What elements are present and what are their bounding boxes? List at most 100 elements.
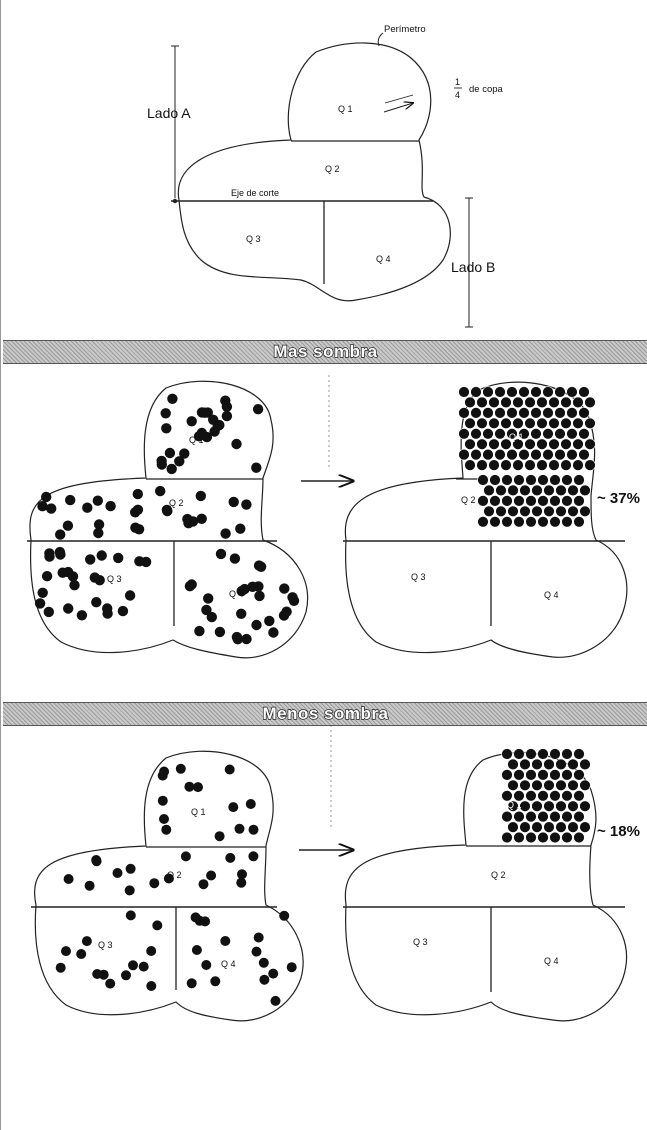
shade-dot — [206, 611, 217, 623]
dense-shade-dot — [513, 495, 525, 507]
shade-dot — [124, 590, 136, 601]
dense-shade-dot — [525, 831, 537, 844]
dense-shade-dot — [567, 800, 579, 812]
shade-dot — [206, 870, 217, 881]
dense-shade-dot — [537, 495, 549, 507]
dense-shade-dot — [458, 448, 470, 461]
dense-shade-dot — [488, 438, 500, 450]
dense-shade-dot — [513, 769, 525, 781]
dense-shade-dot — [525, 748, 537, 760]
dense-shade-dot — [513, 790, 525, 802]
more-shade-left-dots — [34, 393, 300, 645]
shade-dot — [159, 766, 170, 777]
shade-dot — [235, 523, 246, 534]
dense-shade-dot — [501, 748, 513, 760]
more-left-q3: Q 3 — [107, 574, 122, 584]
dense-shade-dot — [549, 474, 561, 486]
shade-dot — [237, 869, 247, 880]
dense-shade-dot — [501, 516, 513, 528]
shade-dot — [214, 626, 226, 638]
dense-shade-dot — [555, 800, 567, 812]
side-a-label: Lado A — [147, 105, 191, 121]
less-left-q3: Q 3 — [98, 940, 113, 950]
shade-dot — [248, 851, 259, 862]
shade-dot — [221, 401, 233, 412]
dense-shade-dot — [579, 484, 591, 497]
dense-shade-dot — [525, 769, 537, 781]
dense-shade-dot — [561, 748, 573, 760]
shade-dot — [259, 974, 270, 985]
shade-dot — [229, 553, 241, 564]
dense-shade-dot — [477, 474, 489, 486]
shade-dot — [268, 627, 279, 638]
top-crown-diagram — [171, 32, 473, 328]
dense-shade-dot — [561, 831, 573, 844]
dense-shade-dot — [537, 790, 549, 802]
dense-shade-dot — [507, 484, 519, 497]
less-shade-banner: Menos sombra — [3, 702, 647, 726]
dense-shade-dot — [549, 810, 561, 823]
shade-dot — [155, 485, 166, 497]
shade-dot — [63, 874, 74, 884]
dense-shade-dot — [560, 459, 572, 471]
dense-shade-dot — [506, 407, 518, 419]
dense-shade-dot — [555, 779, 567, 791]
shade-dot — [62, 520, 74, 531]
dense-shade-dot — [579, 800, 591, 812]
dense-shade-dot — [518, 448, 530, 461]
dense-shade-dot — [536, 459, 548, 471]
dense-shade-dot — [519, 779, 531, 791]
shade-dot — [105, 978, 116, 989]
dense-shade-dot — [494, 448, 506, 461]
dense-shade-dot — [561, 810, 573, 823]
dense-shade-dot — [554, 407, 566, 419]
dense-shade-dot — [494, 407, 506, 419]
shade-dot — [193, 782, 203, 793]
fraction-denominator: 4 — [455, 90, 460, 100]
dense-shade-dot — [584, 396, 596, 409]
dense-shade-dot — [555, 484, 567, 497]
dense-shade-dot — [584, 438, 596, 450]
dense-shade-dot — [464, 417, 476, 429]
dense-shade-dot — [543, 800, 555, 812]
shade-dot — [199, 407, 210, 418]
shade-dot — [81, 936, 92, 947]
shade-dot — [152, 920, 163, 931]
dense-shade-dot — [566, 407, 578, 419]
dense-shade-dot — [572, 459, 584, 471]
dense-shade-dot — [584, 417, 596, 429]
dense-shade-dot — [458, 407, 470, 419]
shade-dot — [62, 603, 74, 614]
shade-dot — [34, 598, 46, 609]
shade-dot — [37, 501, 48, 512]
dense-shade-dot — [500, 417, 512, 429]
dense-shade-dot — [519, 821, 531, 833]
shade-dot — [203, 593, 214, 604]
more-shade-banner: Mas sombra — [3, 340, 647, 364]
dense-shade-dot — [549, 495, 561, 507]
more-right-q1: Q 1 — [509, 432, 524, 442]
dense-shade-dot — [579, 821, 591, 833]
dense-shade-dot — [530, 386, 542, 398]
shade-dot — [162, 505, 173, 517]
shade-dot — [93, 527, 104, 539]
dense-shade-dot — [470, 428, 482, 440]
dense-shade-dot — [488, 459, 500, 471]
shade-dot — [133, 524, 145, 535]
shade-dot — [180, 851, 191, 862]
top-q1-label: Q 1 — [338, 104, 353, 114]
dense-shade-dot — [494, 386, 506, 398]
shade-dot — [89, 572, 101, 583]
dense-shade-dot — [512, 417, 524, 429]
shade-dot — [102, 608, 113, 619]
less-right-q2: Q 2 — [491, 870, 506, 880]
shade-dot — [245, 799, 256, 809]
dense-shade-dot — [501, 474, 513, 486]
dense-shade-dot — [501, 790, 513, 802]
dense-shade-dot — [561, 495, 573, 507]
dense-shade-dot — [525, 810, 537, 823]
dense-shade-dot — [506, 448, 518, 461]
dense-shade-dot — [525, 790, 537, 802]
dense-shade-dot — [537, 810, 549, 823]
shade-dot — [241, 499, 252, 510]
